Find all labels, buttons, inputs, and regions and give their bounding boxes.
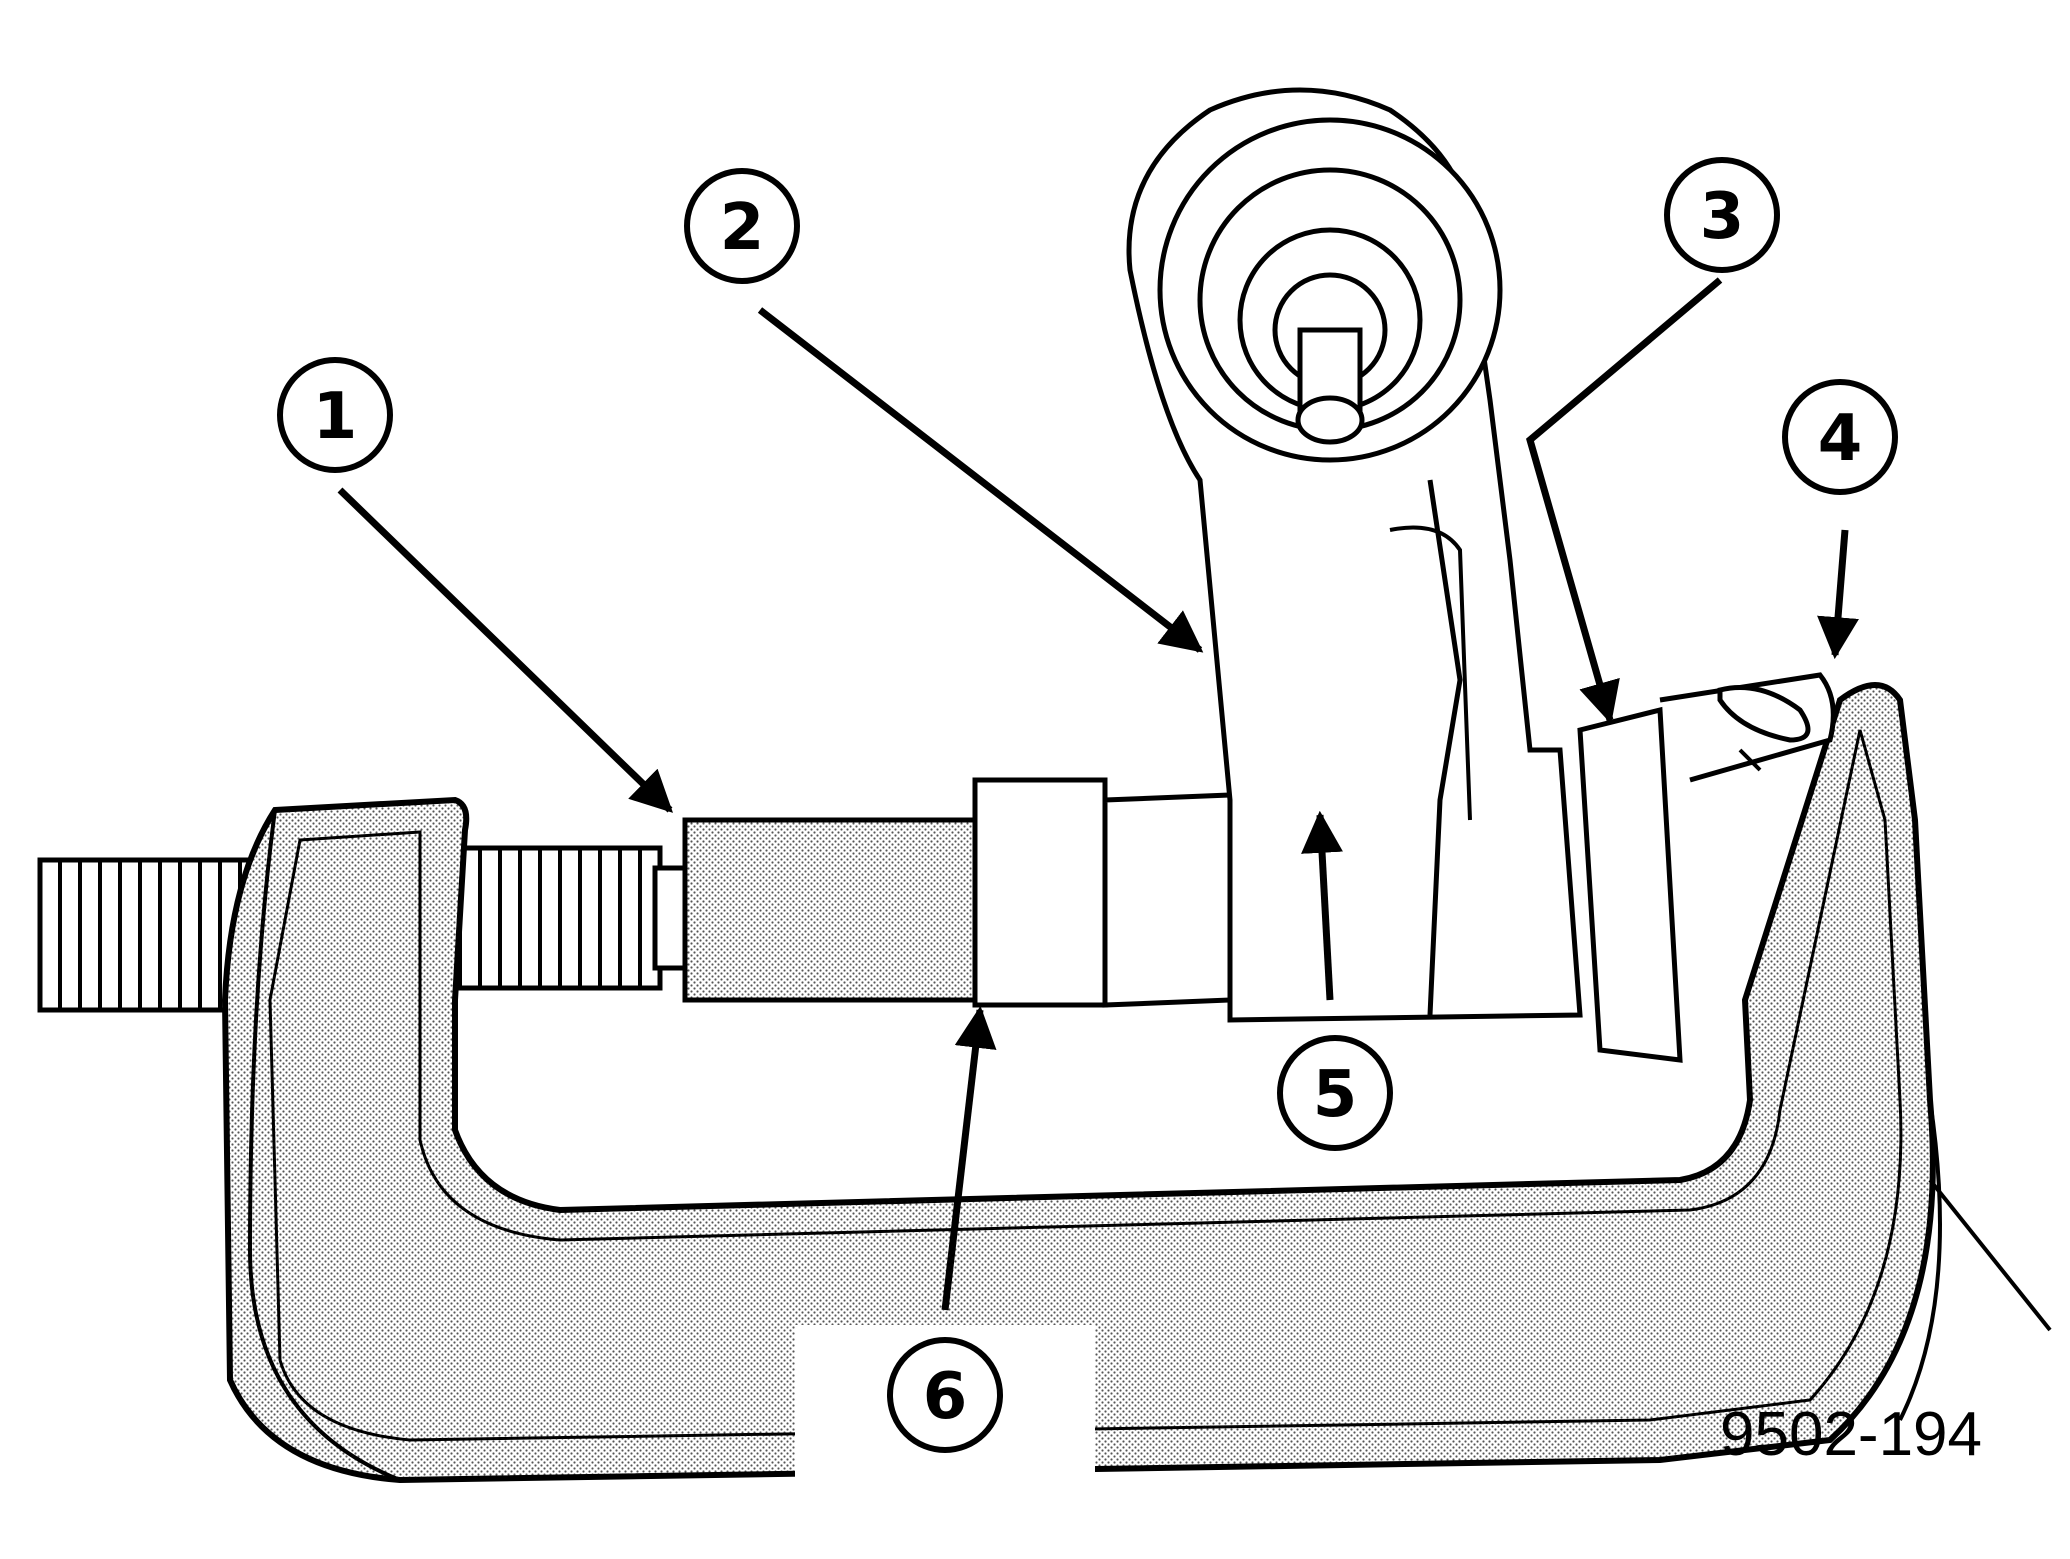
callout-2-label: 2 [720, 191, 765, 265]
leader-5 [1301, 810, 1344, 1001]
leader-2 [757, 307, 1204, 653]
callout-1: 1 [277, 357, 393, 473]
callout-6-label: 6 [923, 1360, 968, 1434]
callout-4: 4 [1782, 379, 1898, 495]
callout-5-label: 5 [1313, 1058, 1358, 1132]
callout-6: 6 [887, 1337, 1003, 1453]
figure-id: 9502-194 [1720, 1400, 1982, 1469]
receiver-cup [1577, 672, 1836, 1063]
ball-joint-stud [1157, 117, 1503, 463]
callout-5: 5 [1277, 1035, 1393, 1151]
callout-3-label: 3 [1700, 180, 1745, 254]
callout-3: 3 [1664, 157, 1780, 273]
callout-1-label: 1 [313, 380, 358, 454]
leader-lines [337, 277, 1859, 1311]
leader-6 [941, 1005, 997, 1311]
leader-4 [1817, 529, 1859, 660]
callout-2: 2 [684, 168, 800, 284]
leader-3 [1526, 277, 1723, 725]
leader-1 [337, 487, 674, 813]
callout-4-label: 4 [1818, 402, 1863, 476]
remover-adapter [682, 777, 1233, 1008]
